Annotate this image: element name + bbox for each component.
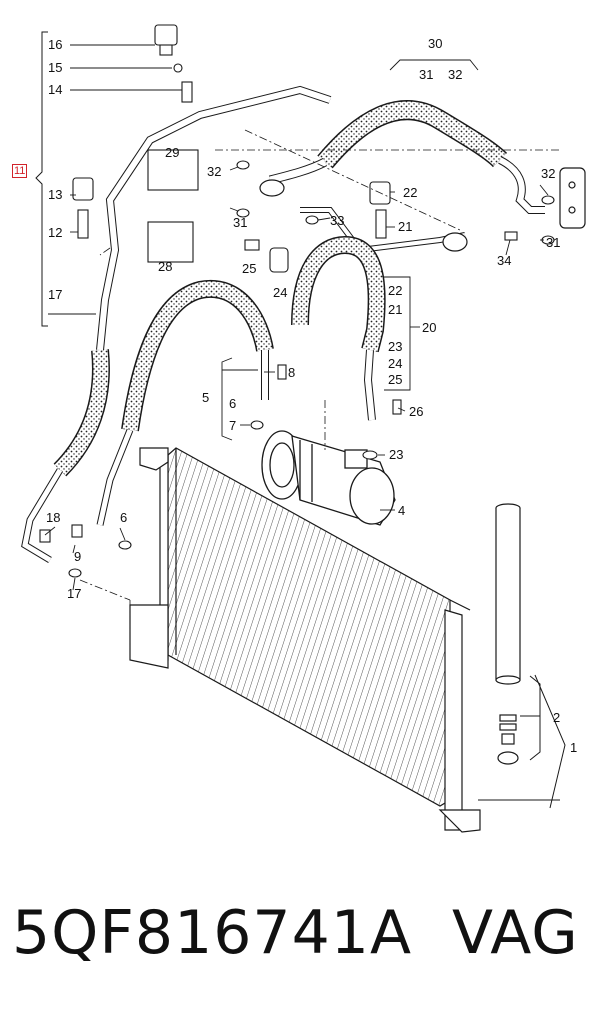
diagram-drawing [21,24,586,833]
callout-23: 23 [389,447,404,462]
callout-22-group: 22 [388,283,403,298]
callout-29: 29 [165,145,180,160]
callout-33: 33 [330,213,345,228]
callout-24-group: 24 [388,356,403,371]
hose-5 [96,279,274,526]
callout-2: 2 [553,710,561,725]
callout-32: 32 [207,164,222,179]
callout-31-top: 31 [419,67,434,82]
bracket-1-2 [478,674,566,809]
small-parts [39,24,555,578]
brand-label: VAG [452,898,579,968]
bracket-11 [35,31,96,327]
hose-17 [21,85,332,564]
callout-17: 17 [48,287,63,302]
callout-15: 15 [48,60,63,75]
callout-20: 20 [422,320,437,335]
callout-17-lower: 17 [67,586,82,601]
ac-system-diagram: 16 15 14 11 13 12 17 29 28 32 31 25 24 3… [12,24,586,833]
callout-1: 1 [570,740,578,755]
callout-13: 13 [48,187,63,202]
condenser [129,447,481,833]
callout-18: 18 [46,510,61,525]
callout-32-top: 32 [448,67,463,82]
callout-34: 34 [497,253,512,268]
callout-5: 5 [202,390,210,405]
callout-6: 6 [229,396,237,411]
callout-25: 25 [242,261,257,276]
alignment-lines [79,129,560,650]
callout-14: 14 [48,82,63,97]
receiver-drier [495,503,521,765]
callout-31-right: 31 [546,235,561,250]
callout-31: 31 [233,215,248,230]
leader-lines [44,44,549,591]
callout-22: 22 [403,185,418,200]
callout-32-right: 32 [541,166,556,181]
callout-21-group: 21 [388,302,403,317]
callout-9: 9 [74,549,82,564]
callout-28: 28 [158,259,173,274]
callout-12: 12 [48,225,63,240]
callout-25-group: 25 [388,372,403,387]
hose-20 [291,235,386,421]
callout-24: 24 [273,285,288,300]
callout-11-highlighted: 11 [12,164,28,178]
callout-4: 4 [398,503,406,518]
callout-7: 7 [229,418,237,433]
flange-30 [259,167,586,252]
callout-30: 30 [428,36,443,51]
callout-21: 21 [398,219,413,234]
callout-8: 8 [288,365,296,380]
part-number: 5QF816741A [12,898,412,968]
callout-23-group: 23 [388,339,403,354]
callout-6-lower: 6 [120,510,128,525]
callout-26: 26 [409,404,424,419]
callout-16: 16 [48,37,63,52]
